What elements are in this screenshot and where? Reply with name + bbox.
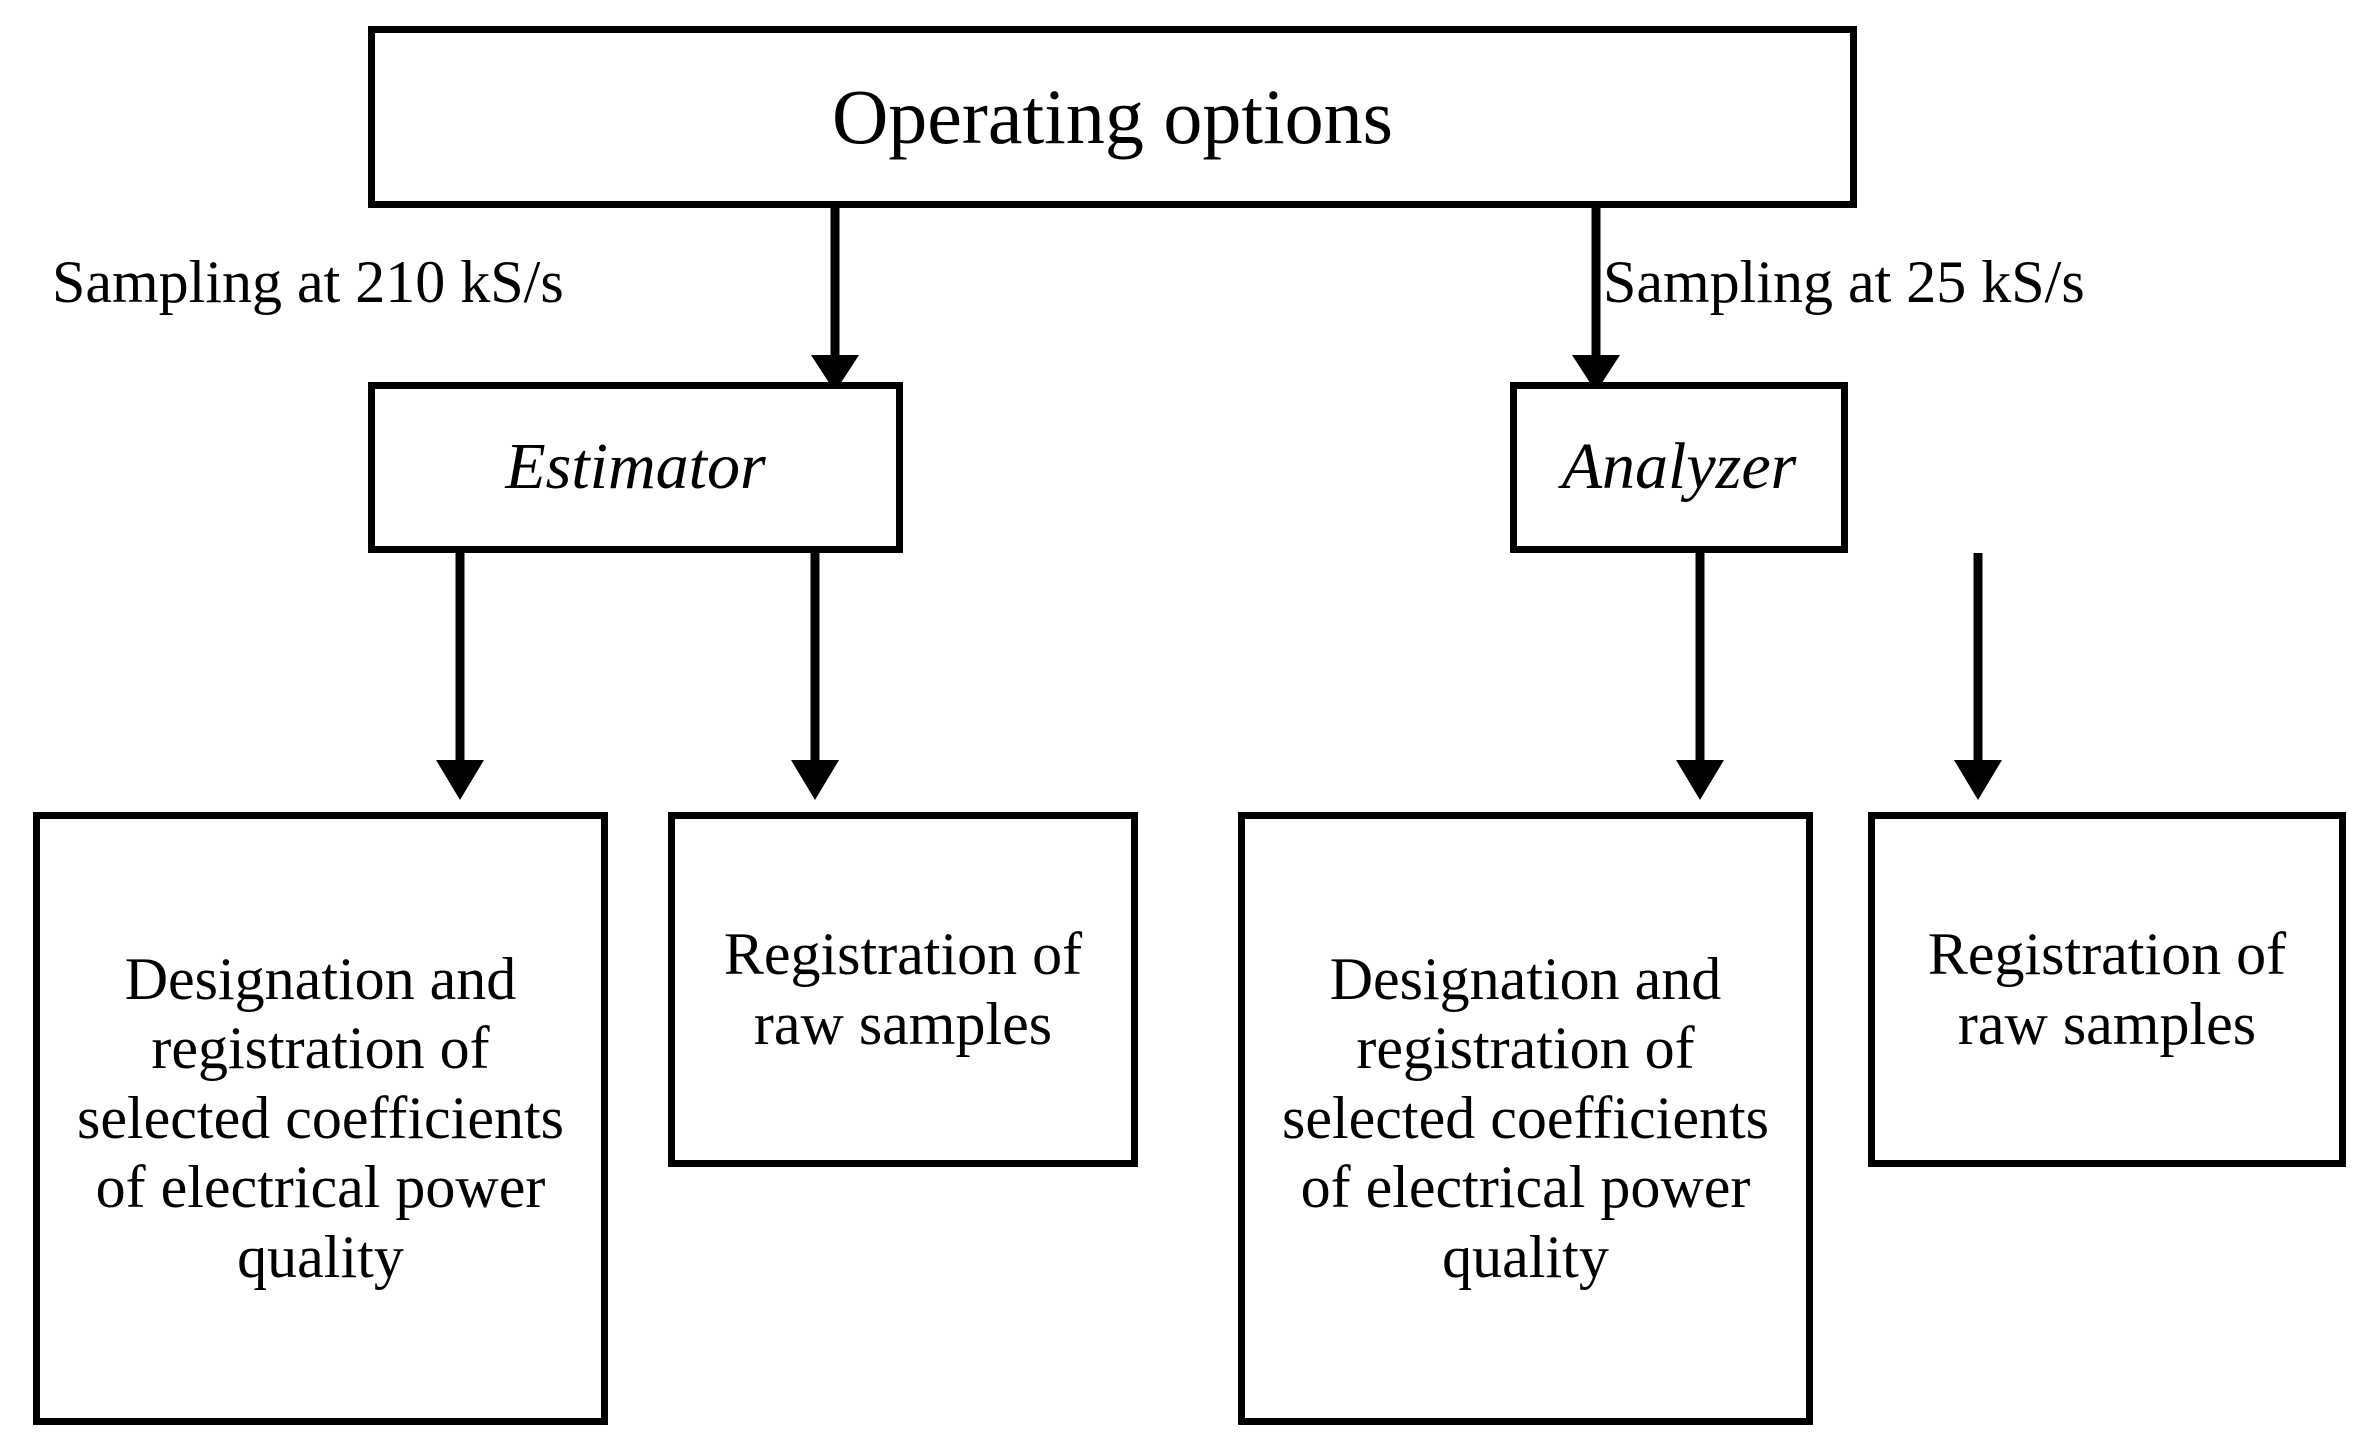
node-analyzer-label: Analyzer — [1561, 430, 1797, 504]
node-analyzer-coefficients[interactable]: Designation and registration of selected… — [1238, 812, 1813, 1425]
node-analyzer-raw-samples[interactable]: Registration of raw samples — [1868, 812, 2346, 1167]
node-analyzer-raw-samples-label: Registration of raw samples — [1927, 920, 2287, 1057]
arrowhead-analyzer-to-coefficients — [1676, 760, 1724, 800]
node-operating-options[interactable]: Operating options — [368, 26, 1857, 208]
node-estimator-coefficients-label: Designation and registration of selected… — [77, 945, 564, 1290]
node-estimator[interactable]: Estimator — [368, 382, 903, 553]
node-operating-options-label: Operating options — [831, 72, 1394, 160]
arrowhead-estimator-to-coefficients — [436, 760, 484, 800]
arrowhead-analyzer-to-raw — [1954, 760, 2002, 800]
node-estimator-label: Estimator — [505, 430, 766, 504]
node-estimator-raw-samples-label: Registration of raw samples — [723, 920, 1083, 1057]
node-estimator-raw-samples[interactable]: Registration of raw samples — [668, 812, 1138, 1167]
node-estimator-coefficients[interactable]: Designation and registration of selected… — [33, 812, 608, 1425]
edge-label-sampling-210: Sampling at 210 kS/s — [52, 249, 564, 315]
arrowhead-estimator-to-raw — [791, 760, 839, 800]
node-analyzer-coefficients-label: Designation and registration of selected… — [1282, 945, 1769, 1290]
node-analyzer[interactable]: Analyzer — [1510, 382, 1848, 553]
edge-label-sampling-25: Sampling at 25 kS/s — [1603, 249, 2085, 315]
